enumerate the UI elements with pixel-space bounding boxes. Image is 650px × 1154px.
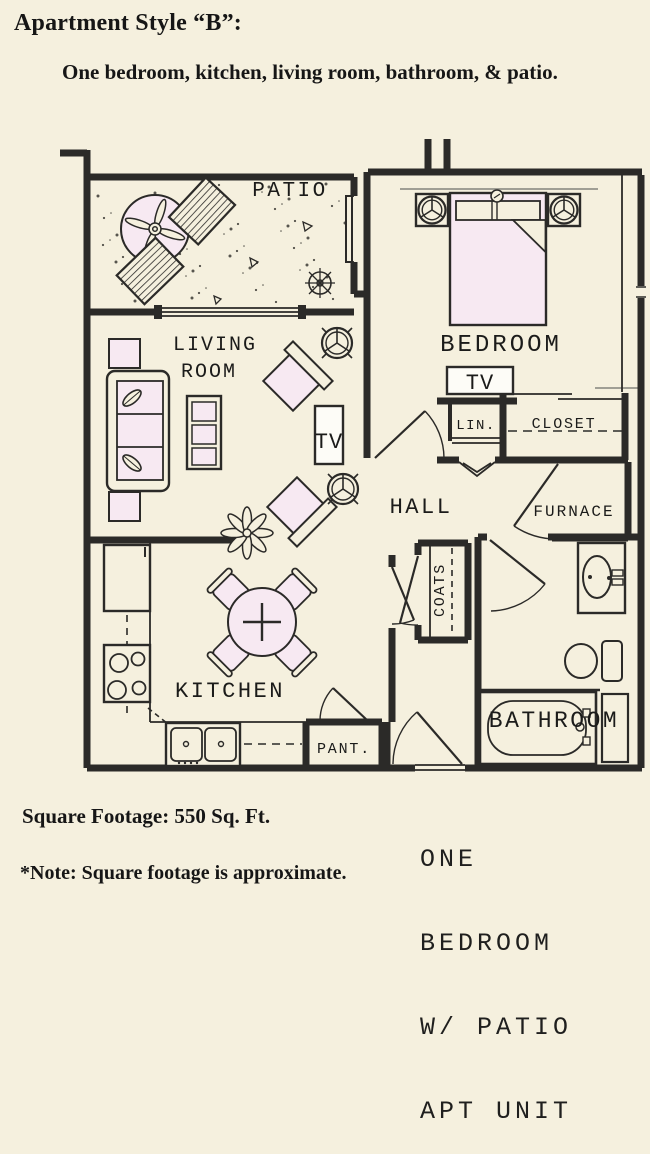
right-wall-window: [636, 286, 646, 298]
nightstand-right: [546, 192, 582, 228]
nightstand-left: [414, 192, 450, 228]
plant: [220, 506, 274, 560]
patio-slider-cap-right: [298, 305, 306, 319]
square-footage-text: Square Footage: 550 Sq. Ft.: [22, 804, 271, 828]
label-hall: HALL: [390, 495, 453, 520]
footnote-text: *Note: Square footage is approximate.: [20, 862, 347, 884]
end-table-top: [108, 338, 141, 369]
label-bathroom: BATHROOM: [489, 708, 619, 734]
bath-shelf: [600, 692, 630, 764]
patio-slider-cap-left: [154, 305, 162, 319]
label-patio: PATIO: [252, 180, 328, 203]
bathtub: [478, 690, 598, 766]
wall-accent-lines: [400, 188, 638, 389]
stove: [102, 643, 152, 704]
page-title: Apartment Style “B”:: [14, 10, 242, 36]
side-table-lower: [326, 472, 360, 506]
label-coats: COATS: [432, 563, 449, 617]
armchair-upper: [261, 339, 335, 413]
kitchen-sink: [164, 721, 242, 768]
coats-door-leaf: [398, 555, 420, 624]
toilet: [564, 640, 623, 682]
front-door-leaf: [345, 195, 353, 263]
sofa: [105, 369, 171, 493]
thin-structure: [149, 175, 625, 771]
walls-medium: [448, 401, 505, 441]
refrigerator: [102, 543, 152, 613]
pantry-door-arc: [319, 687, 334, 722]
living-room-furniture: [105, 326, 360, 560]
bed: [448, 189, 548, 327]
bedroom-furniture: [414, 189, 582, 396]
label-kitchen: KITCHEN: [175, 679, 285, 704]
bathroom-furniture: [478, 541, 630, 766]
patio-chair-upper: [167, 176, 237, 246]
label-living-2: ROOM: [181, 361, 237, 384]
label-bedroom: BEDROOM: [440, 332, 562, 359]
page-subtitle: One bedroom, kitchen, living room, bathr…: [62, 60, 558, 84]
unit-line-3: W/ PATIO: [420, 1013, 573, 1042]
walls: [60, 139, 645, 772]
bedroom-door-arc: [424, 410, 445, 459]
doors: [154, 195, 559, 765]
exit-door-arc: [392, 711, 418, 765]
furnace-door-leaf: [513, 463, 559, 527]
label-linen: LIN.: [456, 418, 496, 434]
label-closet: CLOSET: [532, 416, 597, 433]
kitchen-furniture: [102, 543, 318, 768]
floor-plan-page: { "header": { "title": "Apartment Style …: [14, 10, 646, 1126]
armchair-lower: [265, 475, 339, 549]
bathroom-door-leaf: [489, 539, 546, 585]
bathroom-door-arc: [490, 583, 546, 612]
patio-compass-rosette: [305, 268, 335, 298]
end-table-bottom: [108, 491, 141, 522]
sheet-fold: [510, 219, 547, 255]
unit-type-label: ONE BEDROOM W/ PATIO APT UNIT: [420, 790, 572, 1154]
unit-line-1: ONE: [420, 845, 478, 874]
shelf-unit: [185, 394, 223, 471]
label-pantry: PANT.: [317, 741, 371, 758]
side-table-upper: [320, 326, 354, 360]
living-tv: [313, 404, 345, 466]
label-tv-bedroom: TV: [466, 371, 494, 396]
bedroom-tv: [445, 365, 515, 396]
patio-debris-marks: [213, 220, 314, 306]
furnace-door-arc: [513, 525, 559, 540]
floorplan-drawing: PATIO BEDROOM LIVING ROOM HALL KITCHEN B…: [60, 139, 646, 772]
hall-kitchen-door-leaf: [390, 566, 416, 621]
bathroom-sink: [576, 541, 627, 615]
unit-line-2: BEDROOM: [420, 929, 554, 958]
label-furnace: FURNACE: [533, 503, 614, 521]
exit-door-leaf: [416, 711, 463, 765]
bedroom-door-leaf: [374, 410, 426, 459]
label-tv-living: TV: [315, 430, 343, 455]
pantry-door-leaf: [332, 687, 369, 722]
label-living-1: LIVING: [173, 334, 257, 357]
dining-table: [206, 567, 318, 678]
patio-chair-lower: [115, 236, 185, 306]
hall-kitchen-door-arc: [391, 619, 415, 625]
unit-line-4: APT UNIT: [420, 1097, 573, 1126]
room-labels: PATIO BEDROOM LIVING ROOM HALL KITCHEN B…: [173, 180, 619, 758]
